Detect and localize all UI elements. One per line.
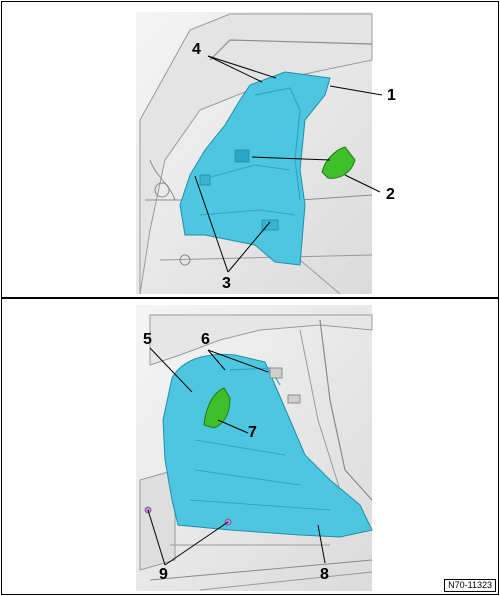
callout-3: 3 (222, 275, 231, 292)
callout-7: 7 (248, 424, 257, 441)
callout-2: 2 (386, 186, 395, 203)
panel-divider (1, 297, 499, 299)
reference-code: N70-11323 (444, 579, 496, 592)
cover-top (321, 146, 356, 179)
callout-6: 6 (201, 331, 210, 348)
top-leader-lines (194, 55, 383, 273)
callout-4: 4 (192, 41, 201, 58)
callout-8: 8 (320, 566, 329, 583)
c-pillar-trim (179, 71, 331, 266)
callout-5: 5 (143, 331, 152, 348)
callout-9: 9 (159, 566, 168, 583)
cover-bottom (203, 387, 231, 429)
bottom-leader-lines (147, 347, 326, 566)
callout-1: 1 (387, 87, 396, 104)
